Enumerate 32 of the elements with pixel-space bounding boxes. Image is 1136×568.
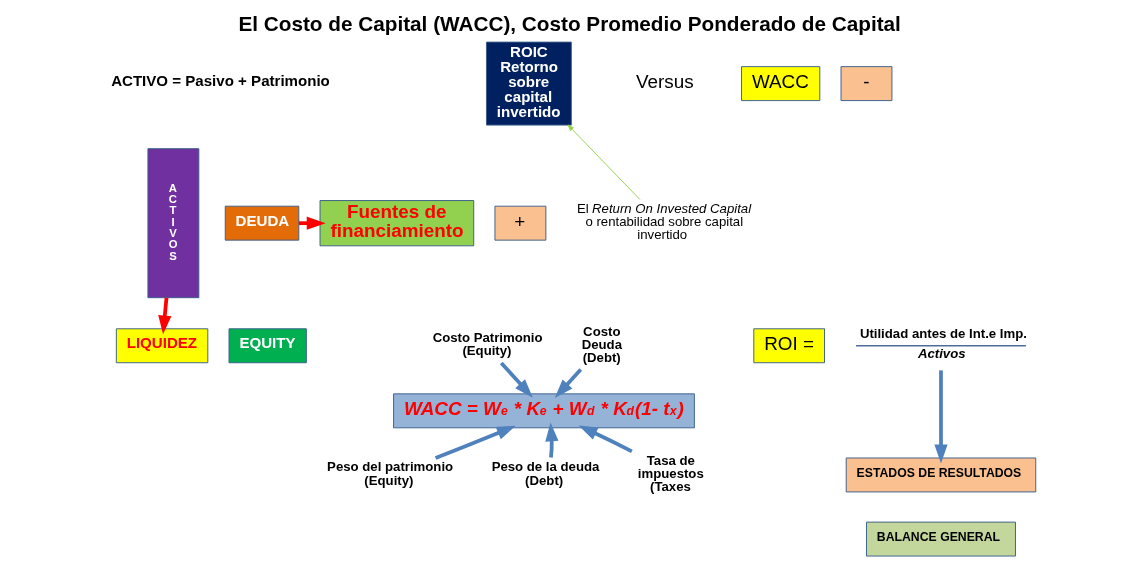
arrow (567, 124, 640, 200)
arrow (499, 361, 533, 398)
node-box: ROIC Retorno sobre capital invertido (485, 41, 572, 126)
node-box: ESTADOS DE RESULTADOS (845, 457, 1036, 493)
node-box: BALANCE GENERAL (865, 521, 1016, 557)
label: Versus (635, 71, 694, 93)
node-text: Peso del patrimonio (Equity) (326, 459, 453, 488)
node-label: Utilidad antes de Int.e Imp. (859, 326, 1027, 342)
node-text: Tasa de impuestos (Taxes (637, 452, 704, 495)
arrow (578, 425, 633, 454)
node-box: WACC (740, 66, 820, 102)
arrow (544, 422, 558, 458)
label: ACTIVO = Pasivo + Patrimonio (110, 72, 330, 90)
node-box: LIQUIDEZ (115, 328, 208, 364)
node-box: Fuentes de financiamiento (319, 200, 474, 247)
arrow (933, 370, 948, 464)
diagram-title: El Costo de Capital (WACC), Costo Promedio Ponderado de Capital (237, 12, 901, 36)
node-text: Costo Deuda (Debt) (581, 323, 622, 365)
node-text: El Return On Invested Capital o rentabilidad sobre capital invertido (576, 200, 751, 243)
node-box: EQUITY (228, 328, 307, 364)
node-label: Activos (917, 346, 966, 362)
arrow (554, 368, 582, 399)
node-box: + (493, 205, 546, 241)
node-box: ACTIVOS (146, 148, 199, 299)
node-text: Costo Patrimonio (Equity) (432, 330, 543, 359)
node-box: DEUDA (224, 205, 299, 241)
arrow (157, 297, 171, 335)
node-box: WACC = We * Ke + Wd * Kd(1- tx) (392, 393, 695, 429)
node-box: ROI = (752, 328, 825, 364)
node-box: - (840, 66, 892, 102)
node-text: Peso de la deuda (Debt) (491, 459, 599, 488)
arrow (434, 425, 516, 460)
